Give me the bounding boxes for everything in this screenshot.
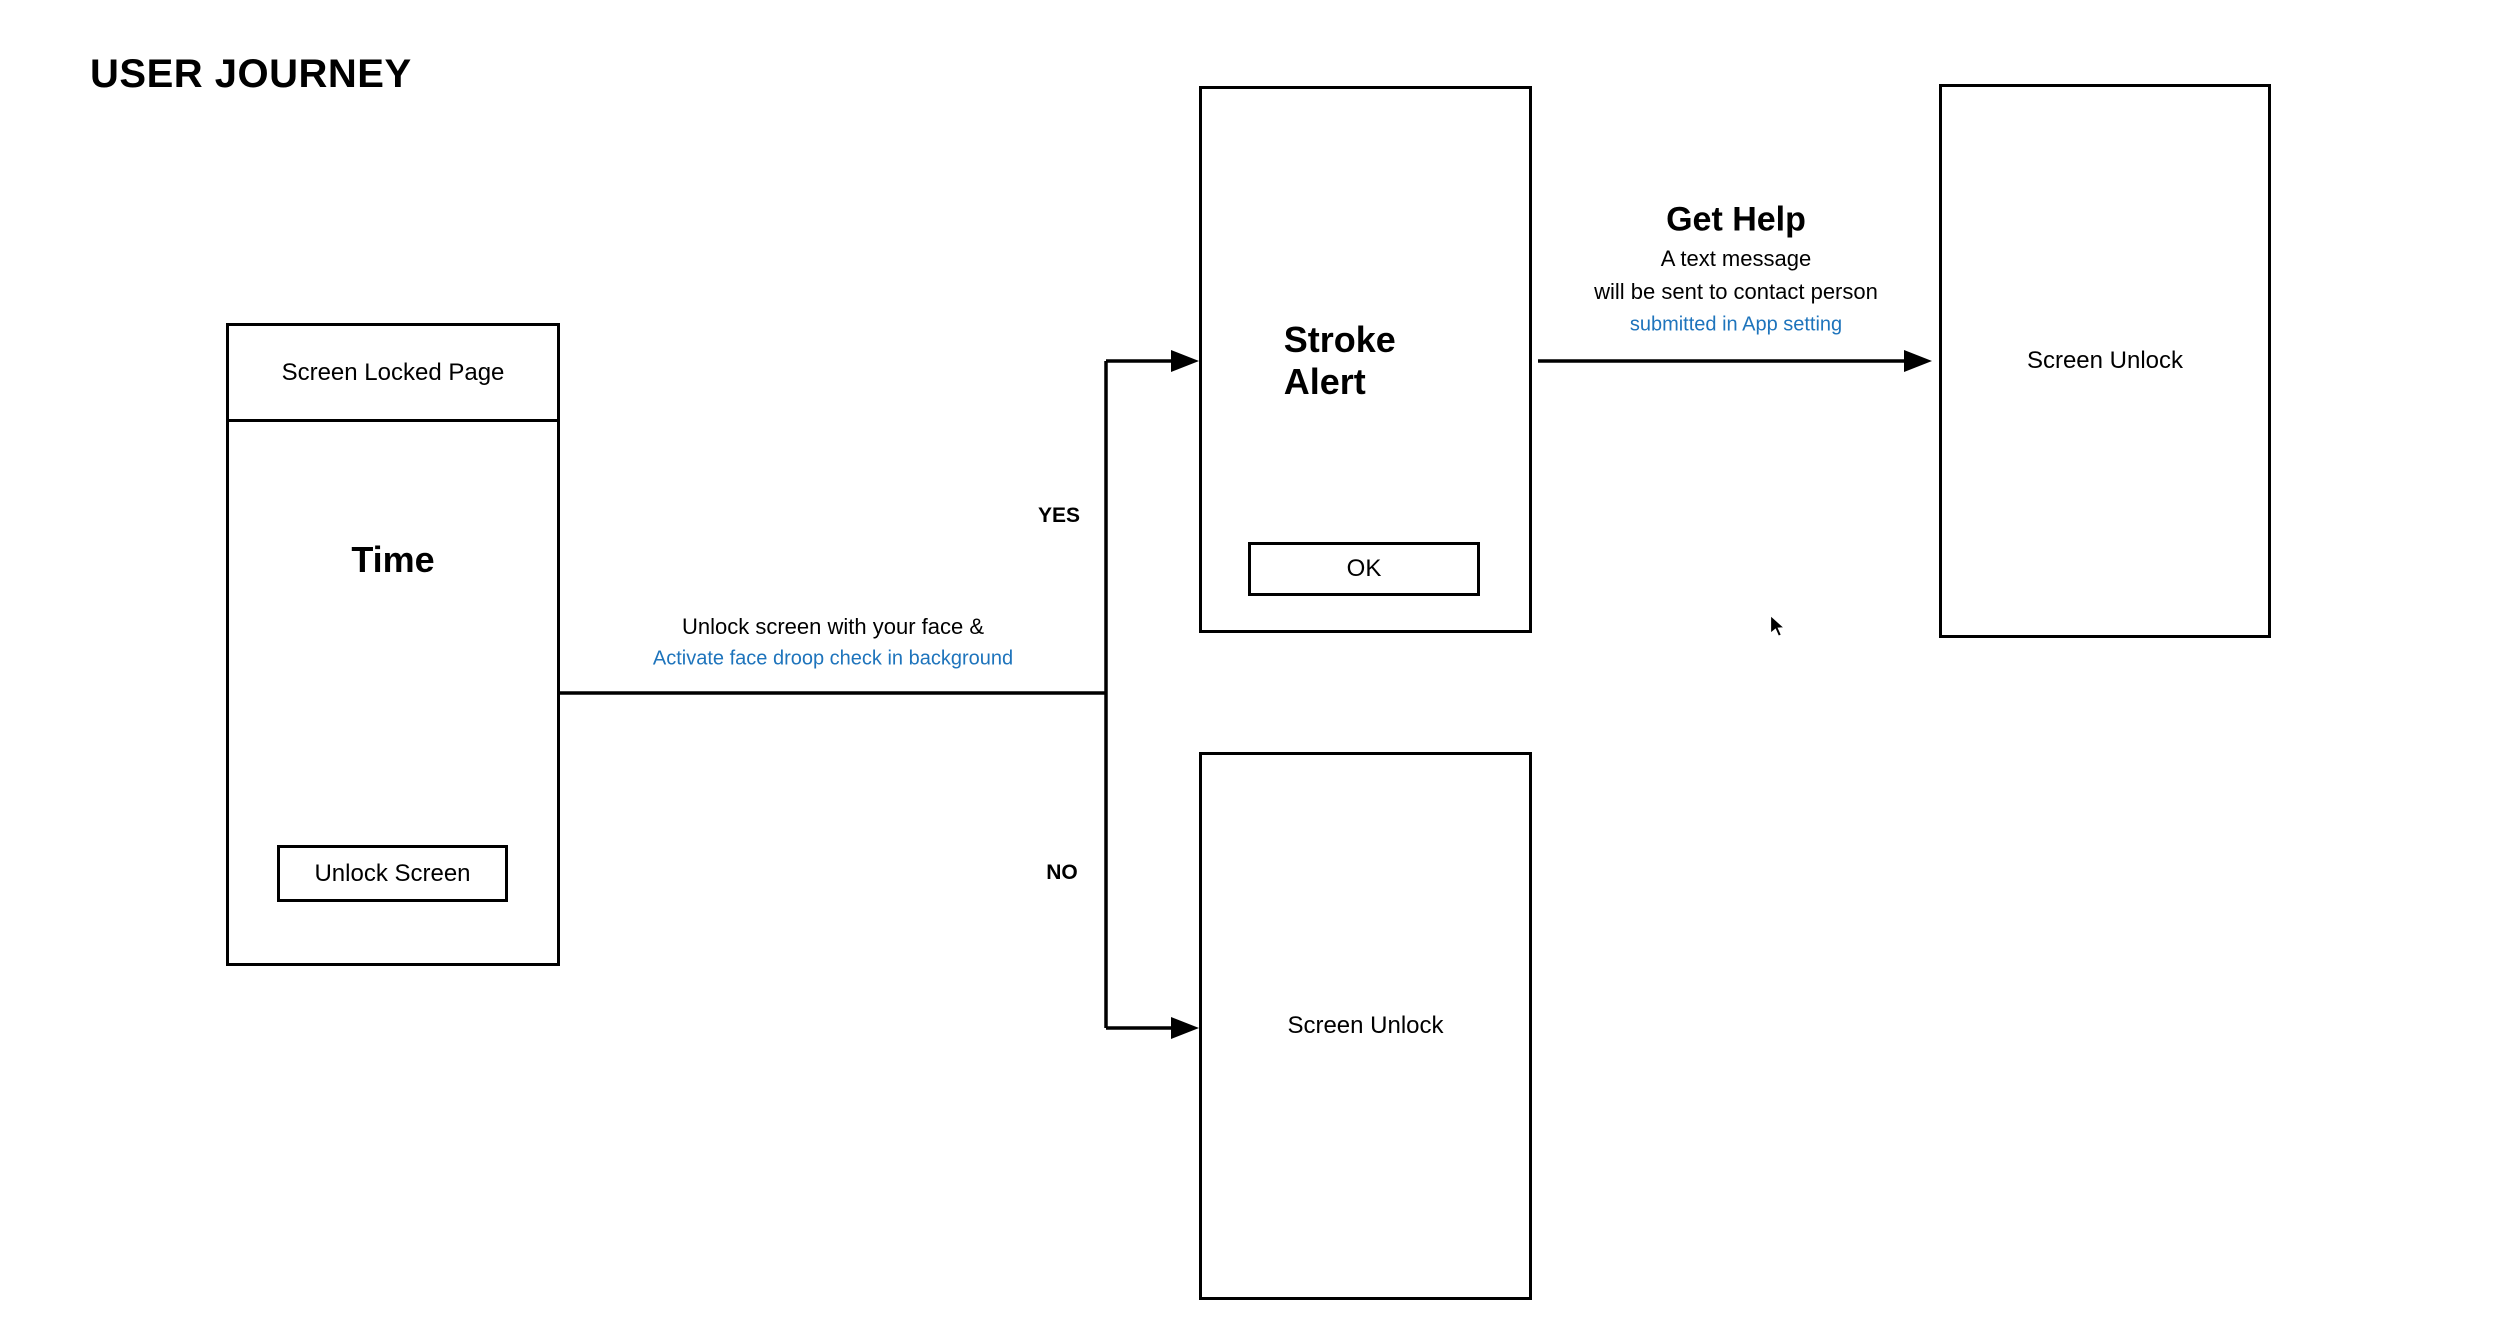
page-title: USER JOURNEY	[90, 52, 412, 96]
face-unlock-caption: Unlock screen with your face &	[681, 614, 985, 639]
stroke-alert-title: Stroke Alert	[1283, 319, 1396, 402]
no-arrowhead-icon	[1171, 1017, 1199, 1039]
screen-unlock-label: Screen Unlock	[1287, 1012, 1444, 1039]
get-help-caption-1: A text message	[1660, 246, 1812, 271]
screen-unlock-after-help-frame: Screen Unlock	[1939, 84, 2271, 638]
screen-unlock-label: Screen Unlock	[2026, 347, 2184, 374]
screen-locked-header: Screen Locked Page	[229, 326, 557, 422]
screen-unlock-no-frame: Screen Unlock	[1199, 752, 1532, 1300]
stroke-alert-frame: Stroke Alert OK	[1199, 86, 1532, 633]
get-help-caption-note: submitted in App setting	[1629, 313, 1843, 336]
mouse-cursor-icon	[1765, 613, 1791, 644]
unlock-screen-button[interactable]: Unlock Screen	[277, 845, 508, 902]
get-help-caption-2: will be sent to contact person	[1594, 279, 1878, 304]
yes-arrowhead-icon	[1171, 350, 1199, 372]
get-help-title: Get Help	[1666, 200, 1806, 239]
face-unlock-caption-note: Activate face droop check in background	[652, 647, 1014, 670]
get-help-arrowhead-icon	[1904, 350, 1932, 372]
no-branch-label: NO	[1046, 861, 1078, 884]
time-label: Time	[351, 539, 435, 580]
yes-branch-label: YES	[1037, 504, 1081, 527]
screen-locked-frame: Screen Locked Page Time Unlock Screen	[226, 323, 560, 966]
ok-button[interactable]: OK	[1248, 542, 1480, 596]
